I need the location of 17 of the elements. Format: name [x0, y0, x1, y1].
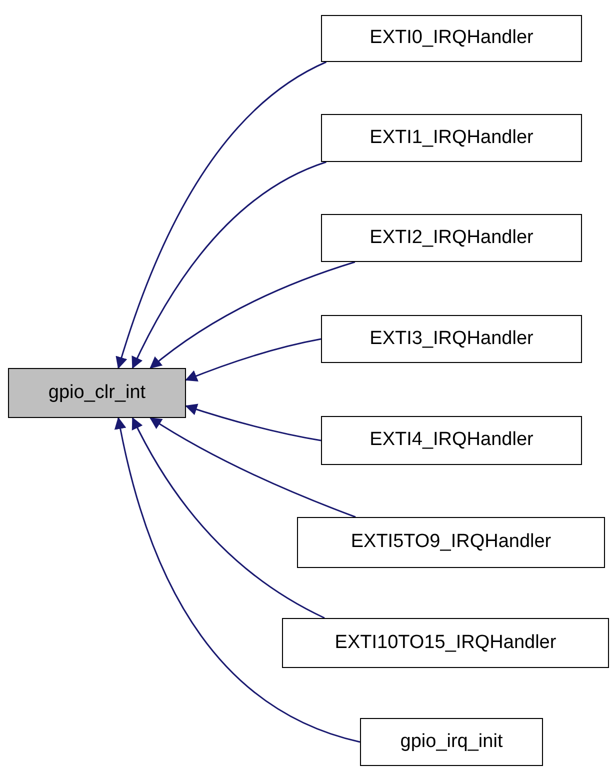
function-box: EXTI10TO15_IRQHandler [282, 618, 609, 668]
function-box: EXTI5TO9_IRQHandler [297, 517, 605, 568]
function-box: EXTI1_IRQHandler [321, 114, 582, 162]
arrow [116, 61, 327, 369]
function-box: gpio_clr_int [8, 368, 186, 418]
arrow [150, 261, 356, 369]
function-box: EXTI4_IRQHandler [321, 416, 582, 465]
arrow [132, 417, 325, 619]
function-box: EXTI0_IRQHandler [321, 15, 582, 62]
arrow [132, 161, 326, 369]
arrow [114, 417, 360, 743]
arrow [185, 404, 322, 442]
function-box: gpio_irq_init [360, 718, 543, 766]
arrow [150, 417, 356, 518]
arrow [185, 338, 322, 382]
function-box: EXTI2_IRQHandler [321, 214, 582, 262]
function-box: EXTI3_IRQHandler [321, 315, 582, 363]
